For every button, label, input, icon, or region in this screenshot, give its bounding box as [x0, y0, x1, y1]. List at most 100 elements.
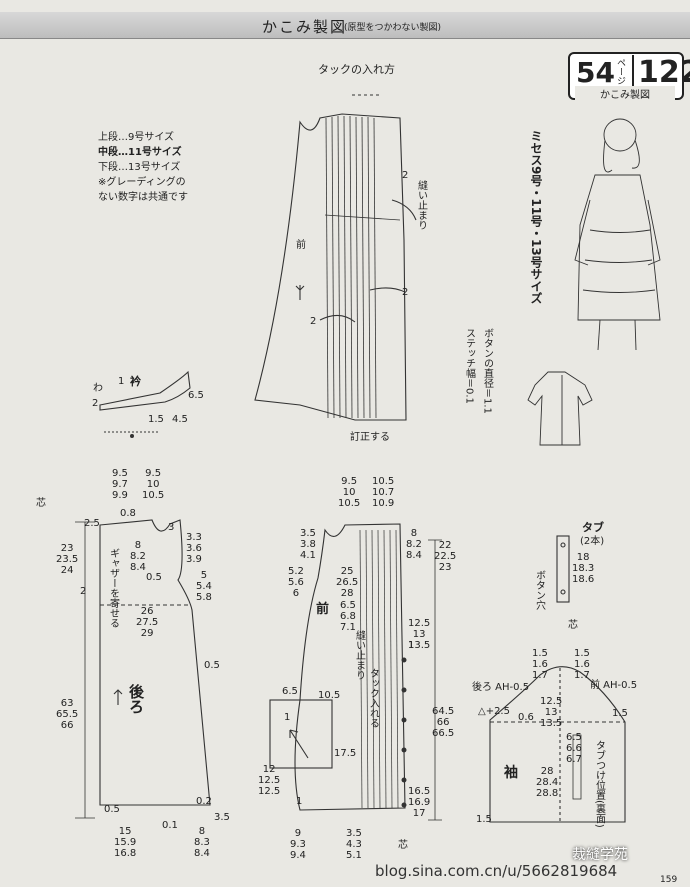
button-diameter-note: ボタンの直径＝1.1 [481, 328, 493, 414]
tab-label: タブ [582, 521, 604, 534]
back-core-label: 芯 [36, 498, 46, 509]
stitch-width-note: ステッチ幅＝0.1 [463, 328, 475, 404]
front-label: 前 [316, 602, 330, 617]
tuck-number: 2 [402, 287, 409, 298]
tab-core-label: 芯 [568, 620, 578, 631]
tuck-title: タックの入れ方 [318, 63, 395, 76]
back-misc: 0.8 [120, 508, 136, 519]
pattern-code: 122 [632, 55, 690, 90]
size-notes: 上段…9号サイズ 中段…11号サイズ 下段…13号サイズ ※グレーディングの な… [98, 130, 188, 205]
brand-logo: 裁縫学苑 [572, 847, 628, 863]
pocket-outline [269, 699, 333, 769]
back-label: 後ろ [127, 684, 145, 714]
tab-count-label: (2本) [580, 536, 605, 547]
front-misc: 1 [408, 640, 415, 651]
button-hole-label: ボタン穴 [533, 570, 545, 610]
page-number: 159 [660, 875, 678, 885]
back-misc: 0.5 [204, 660, 220, 671]
collar-dim: 2 [92, 398, 99, 409]
size-note-line: 下段…13号サイズ [98, 162, 181, 173]
front-misc: 17.5 [334, 748, 357, 759]
watermark-url: blog.sina.com.cn/u/5662819684 [375, 862, 618, 880]
page-ref-number: 54 [576, 56, 615, 89]
collar-dim: 1 [118, 376, 125, 387]
wa-label: わ [93, 383, 103, 394]
collar-outline [99, 370, 191, 411]
header-title: かこみ製図 [262, 18, 348, 36]
collar-dim: 6.5 [188, 390, 204, 401]
collar-dim: 4.5 [172, 414, 188, 425]
sleeve-misc: 1.5 [476, 814, 492, 825]
back-misc: 2 [80, 586, 87, 597]
front-misc: 6.5 [282, 686, 298, 697]
size-note-line: ※グレーディングの [98, 177, 186, 188]
back-misc: 2.5 [84, 518, 100, 529]
model-illustration [574, 118, 661, 351]
header-bar [0, 12, 690, 39]
top-sew-stop-label: 縫い止まり [415, 180, 427, 230]
pattern-type-label: かこみ製図 [575, 86, 675, 101]
front-misc: 10.5 [318, 690, 341, 701]
size-note-line: ない数字は共通です [98, 192, 188, 203]
sleeve-front-ah: 前 AH-0.5 [590, 680, 638, 691]
correction-label: 訂正する [350, 432, 390, 443]
back-misc: 0.1 [162, 820, 178, 831]
top-front-label: 前 [296, 240, 306, 251]
front-tuck-lines [359, 529, 399, 809]
sleeve-back-ah: 後ろ AH-0.5 [472, 682, 530, 693]
tab-outline [556, 535, 570, 603]
front-sew-stop-label: 縫い止まり [353, 630, 365, 680]
size-note-line: 上段…9号サイズ [98, 132, 175, 143]
size-note-line: 中段…11号サイズ [98, 147, 182, 158]
sleeve-misc: 1.5 [612, 708, 628, 719]
page-ref-unit: ページ [615, 58, 625, 85]
front-misc: 1 [296, 796, 303, 807]
flat-shirt-illustration [527, 371, 593, 446]
sleeve-misc: 0.6 [518, 712, 534, 723]
sleeve-label: 袖 [504, 765, 518, 781]
tab-position-label: タブつけ位置(裏面) [593, 740, 605, 828]
header-subtitle: (原型をつかわない製図) [344, 23, 442, 33]
back-misc: 0.5 [104, 804, 120, 815]
back-misc: 0.5 [146, 572, 162, 583]
collar-label: 衿 [130, 375, 141, 388]
sleeve-misc: △+2.5 [478, 706, 510, 717]
page-header: かこみ製図 (原型をつかわない製図) [0, 0, 690, 40]
tuck-illustration-outline [254, 113, 407, 421]
size-title: ミセス9号・11号・13号サイズ [529, 130, 543, 304]
tuck-number: 2 [310, 316, 317, 327]
back-misc: 3.5 [214, 812, 230, 823]
back-body-outline [99, 519, 211, 806]
gather-label: ギャザーを寄せる [107, 548, 119, 628]
collar-dim: 1.5 [148, 414, 164, 425]
back-misc: 3 [168, 522, 175, 533]
